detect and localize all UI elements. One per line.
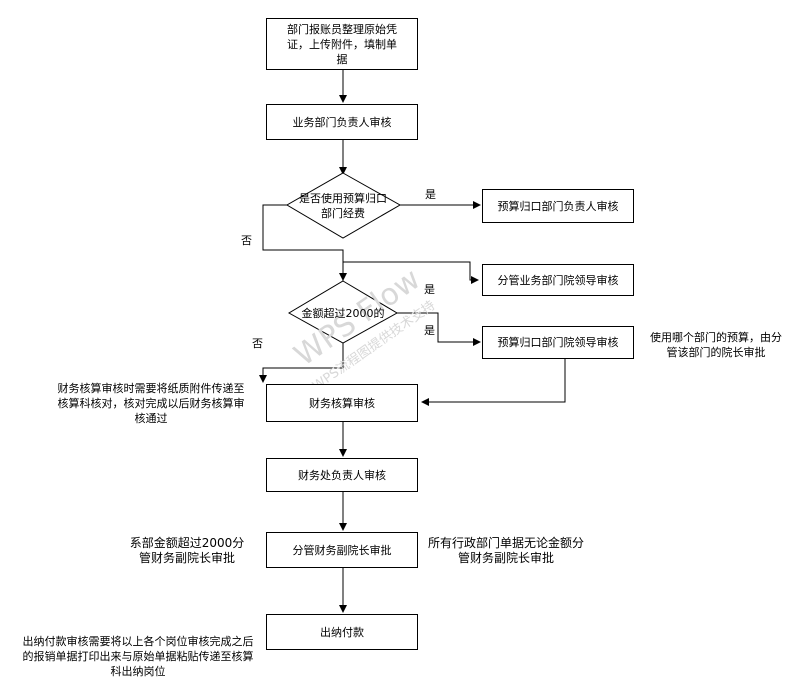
edge-decision1-no: [262, 204, 347, 281]
edge-decision2-yes-biz: [342, 261, 479, 284]
node-vice-president: 分管财务副院长审批: [266, 532, 418, 568]
node-finance-head-label: 财务处负责人审核: [298, 468, 386, 482]
node-budget-head: 预算归口部门负责人审核: [482, 189, 634, 223]
decision-diamond-amount: [287, 280, 399, 344]
node-cashier-label: 出纳付款: [320, 625, 364, 639]
node-budget-leader-label: 预算归口部门院领导审核: [497, 336, 619, 349]
edge-decision2-no: [259, 343, 344, 383]
note-vp-left: 系部金额超过2000分管财务副院长审批: [129, 536, 245, 565]
decision-budget-label: 是否使用预算归口部门经费: [299, 192, 387, 220]
node-budget-head-label: 预算归口部门负责人审核: [497, 199, 619, 213]
node-biz-leader: 分管业务部门院领导审核: [482, 264, 634, 296]
edge-budgetleader-to-finance: [421, 359, 566, 406]
decision-amount-label: 金额超过2000的: [301, 307, 385, 320]
note-cashier: 出纳付款审核需要将以上各个岗位审核完成之后的报销单据打印出来与原始单据粘贴传递至…: [22, 635, 254, 678]
node-finance-head: 财务处负责人审核: [266, 458, 418, 492]
node-start-label: 部门报账员整理原始凭证，上传附件，填制单据: [287, 22, 397, 66]
edge-label-yes-2: 是: [424, 283, 435, 296]
node-finance-check: 财务核算审核: [266, 384, 418, 422]
node-finance-check-label: 财务核算审核: [309, 396, 375, 410]
node-dept-head-label: 业务部门负责人审核: [292, 115, 392, 129]
node-start: 部门报账员整理原始凭证，上传附件，填制单据: [266, 18, 418, 70]
node-vice-president-label: 分管财务副院长审批: [292, 543, 392, 557]
edge-decision2-yes-budget: [392, 312, 481, 346]
node-cashier: 出纳付款: [266, 614, 418, 650]
edge-label-no-2: 否: [252, 337, 263, 350]
node-biz-leader-label: 分管业务部门院领导审核: [497, 273, 619, 287]
edge-label-no-1: 否: [241, 234, 252, 247]
edge-label-yes-1: 是: [425, 188, 436, 201]
note-budget-leader: 使用哪个部门的预算，由分管该部门的院长审批: [650, 331, 782, 359]
edge-label-yes-3: 是: [424, 324, 435, 337]
decision-diamond-budget: [286, 172, 402, 239]
note-finance-check: 财务核算审核时需要将纸质附件传递至核算科核对，核对完成以后财务核算审核通过: [57, 382, 245, 425]
node-dept-head: 业务部门负责人审核: [266, 104, 418, 140]
node-budget-leader: 预算归口部门院领导审核: [482, 326, 634, 359]
note-vp-right: 所有行政部门单据无论金额分管财务副院长审批: [428, 536, 585, 565]
